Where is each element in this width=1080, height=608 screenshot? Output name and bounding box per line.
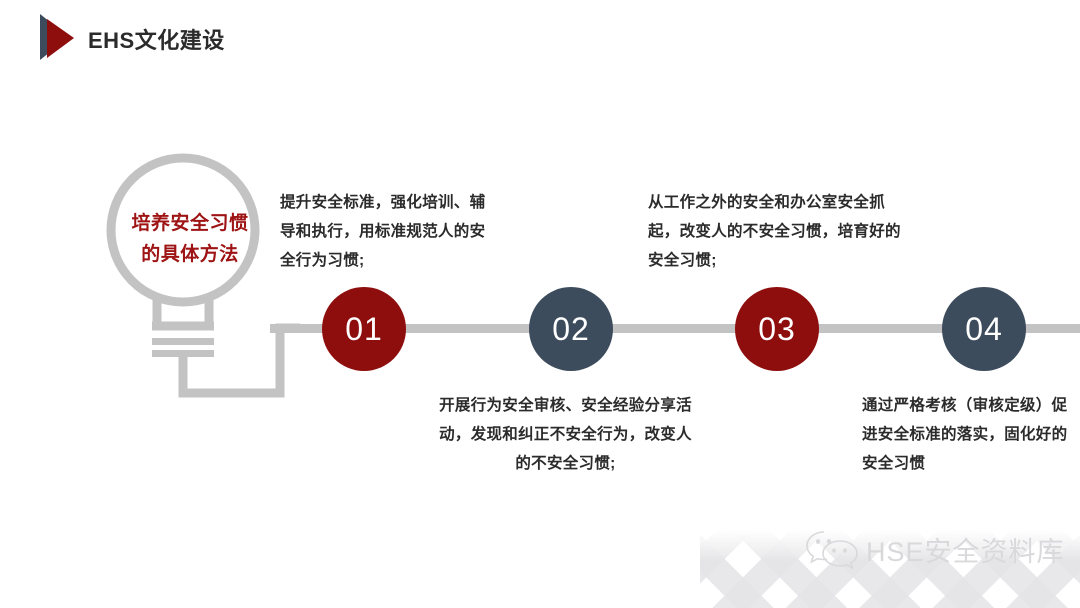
timeline-node-04-number: 04 [965,310,1003,347]
timeline-description-01: 提升安全标准，强化培训、辅导和执行，用标准规范人的安全行为习惯; [280,194,486,269]
lightbulb-icon [106,153,305,398]
timeline-description-03: 从工作之外的安全和办公室安全抓起，改变人的不安全习惯，培育好的安全习惯; [648,194,901,269]
timeline-node-02[interactable]: 02 [529,287,613,371]
slide-header: EHS文化建设 [0,0,1080,80]
timeline-node-01[interactable]: 01 [322,287,406,371]
timeline-node-04[interactable]: 04 [942,287,1026,371]
timeline-axis-line [270,324,1080,333]
wechat-icon [806,531,858,569]
watermark-text: HSE安全资料库 [866,536,1065,567]
timeline-description-04: 通过严格考核（审核定级）促进安全标准的落实，固化好的安全习惯 [862,397,1068,472]
timeline-node-01-number: 01 [345,310,383,347]
lightbulb-label: 培养安全习惯 的具体方法 [114,208,266,270]
watermark: HSE安全资料库 [700,496,1080,608]
lightbulb-group: 培养安全习惯 的具体方法 [100,150,305,420]
timeline-node-02-number: 02 [552,310,590,347]
timeline-node-03[interactable]: 03 [735,287,819,371]
lightbulb-label-line1: 培养安全习惯 [131,213,249,234]
lightbulb-label-line2: 的具体方法 [141,244,239,265]
page-title: EHS文化建设 [88,28,225,53]
watermark-stripe-pattern [700,496,1080,608]
timeline-description-02: 开展行为安全审核、安全经验分享活动，发现和纠正不安全行为，改变人的不安全习惯; [439,397,692,472]
watermark-content: HSE安全资料库 [804,529,1065,569]
triangle-play-logo-icon [40,14,74,60]
timeline-node-03-number: 03 [758,310,796,347]
